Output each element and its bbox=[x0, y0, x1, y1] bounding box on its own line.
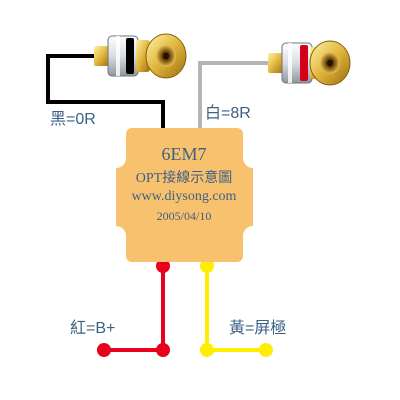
black-wire bbox=[46, 54, 165, 130]
yellow-wire-node-end bbox=[259, 343, 273, 357]
right-terminal bbox=[268, 40, 351, 86]
transformer-line2: www.diysong.com bbox=[132, 189, 237, 204]
transformer-box: 6EM7 OPT接線示意圖 www.diysong.com 2005/04/10 bbox=[116, 128, 253, 262]
left-terminal bbox=[94, 33, 187, 79]
binding-post-icon bbox=[268, 40, 351, 86]
yellow-wire-node-corner bbox=[200, 343, 214, 357]
white-wire bbox=[198, 61, 272, 130]
white-wire-label: 白=8R bbox=[205, 104, 251, 122]
black-wire-label: 黑=0R bbox=[50, 111, 96, 128]
red-wire bbox=[104, 266, 165, 352]
transformer-date: 2005/04/10 bbox=[157, 209, 212, 223]
transformer-body bbox=[116, 128, 253, 262]
yellow-wire-node-top bbox=[200, 259, 214, 273]
yellow-wire-label: 黃=屏極 bbox=[229, 319, 286, 337]
transformer-title: 6EM7 bbox=[162, 144, 207, 164]
transformer-line1: OPT接線示意圖 bbox=[136, 169, 232, 186]
red-wire-label: 紅=B+ bbox=[70, 319, 115, 337]
binding-post-icon bbox=[94, 33, 187, 79]
yellow-wire bbox=[205, 266, 266, 352]
red-wire-node-top bbox=[156, 259, 170, 273]
red-wire-node-corner bbox=[156, 343, 170, 357]
red-wire-node-end bbox=[97, 343, 111, 357]
